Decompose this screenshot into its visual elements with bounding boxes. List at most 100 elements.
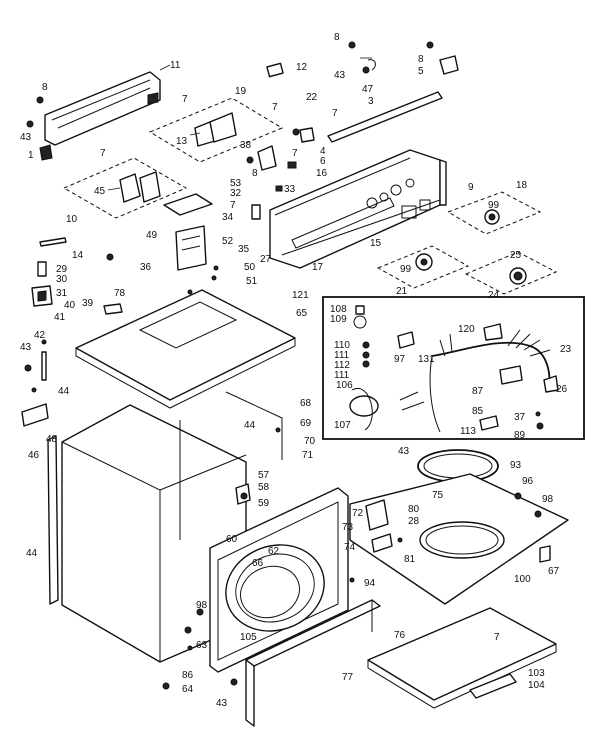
knob-box-21	[376, 245, 470, 289]
callout-62: 62	[268, 546, 280, 557]
callout-7: 7	[494, 632, 500, 643]
callout-67: 67	[548, 566, 560, 577]
callout-59: 59	[258, 498, 270, 509]
callout-35: 35	[238, 244, 250, 255]
callout-30: 30	[56, 274, 68, 285]
callout-72: 72	[352, 508, 364, 519]
callout-7: 7	[100, 148, 106, 159]
callout-44: 44	[244, 420, 256, 431]
callout-6: 6	[320, 156, 326, 167]
callout-3: 3	[368, 96, 374, 107]
callout-93: 93	[510, 460, 522, 471]
callout-53: 53	[230, 178, 242, 189]
callout-32: 32	[230, 188, 242, 199]
callout-109: 109	[330, 314, 347, 325]
callout-86: 86	[182, 670, 194, 681]
callout-8: 8	[42, 82, 48, 93]
callout-8: 8	[418, 54, 424, 65]
callout-74: 74	[344, 542, 356, 553]
callout-110: 110	[334, 340, 350, 351]
callout-63: 63	[196, 640, 208, 651]
callout-76: 76	[394, 630, 406, 641]
hose-valve	[31, 237, 114, 307]
callout-17: 17	[312, 262, 324, 273]
callout-43: 43	[334, 70, 346, 81]
callout-113: 113	[460, 426, 476, 437]
knob-box-24	[464, 251, 558, 295]
callout-111: 111	[334, 370, 350, 381]
callout-7: 7	[332, 108, 338, 119]
callout-48: 48	[46, 434, 58, 445]
callout-104: 104	[528, 680, 545, 691]
callout-24: 24	[488, 290, 500, 301]
callout-98: 98	[196, 600, 208, 611]
callout-46: 46	[28, 450, 40, 461]
fasteners	[162, 492, 355, 690]
callout-21: 21	[396, 286, 408, 297]
callout-44: 44	[26, 548, 38, 559]
callout-49: 49	[146, 230, 158, 241]
callout-15: 15	[370, 238, 382, 249]
callout-18: 18	[516, 180, 528, 191]
front-panel	[209, 483, 349, 673]
callout-23: 23	[560, 344, 572, 355]
left-small-parts	[21, 339, 49, 427]
callout-4: 4	[320, 146, 326, 157]
callout-99: 99	[400, 264, 412, 275]
callout-7: 7	[292, 148, 298, 159]
callout-47: 47	[362, 84, 374, 95]
callout-12: 12	[296, 62, 308, 73]
callout-68: 68	[300, 398, 312, 409]
callout-31: 31	[56, 288, 68, 299]
callout-85: 85	[472, 406, 484, 417]
callout-34: 34	[222, 212, 234, 223]
switch-plate	[175, 225, 219, 281]
callout-43: 43	[398, 446, 410, 457]
callout-5: 5	[418, 66, 424, 77]
callout-41: 41	[54, 312, 66, 323]
callout-43: 43	[20, 132, 32, 143]
callout-105: 105	[240, 632, 257, 643]
callout-7: 7	[182, 94, 188, 105]
callout-70: 70	[304, 436, 316, 447]
callout-10: 10	[66, 214, 78, 225]
callout-120: 120	[458, 324, 475, 335]
callout-78: 78	[114, 288, 126, 299]
callout-19: 19	[235, 86, 247, 97]
rear-bracket	[26, 64, 171, 161]
callout-106: 106	[336, 380, 353, 391]
callout-81: 81	[404, 554, 416, 565]
top-cover	[75, 289, 296, 409]
callout-37: 37	[514, 412, 526, 423]
callout-77: 77	[342, 672, 354, 683]
callout-89: 89	[514, 430, 526, 441]
callout-69: 69	[300, 418, 312, 429]
callout-108: 108	[330, 304, 347, 315]
knob-box-18	[446, 191, 542, 235]
part-78	[103, 303, 123, 315]
callout-38: 38	[240, 140, 252, 151]
lower-panel	[245, 599, 381, 727]
callout-40: 40	[64, 300, 76, 311]
rod-part-3	[327, 41, 459, 143]
callout-75: 75	[432, 490, 444, 501]
bracket-group-19	[148, 97, 284, 163]
callout-97: 97	[394, 354, 406, 365]
callout-112: 112	[334, 360, 350, 371]
callout-8: 8	[252, 168, 258, 179]
callout-99: 99	[488, 200, 500, 211]
callout-45: 45	[94, 186, 106, 197]
callout-labels: 11 8 43 1 7 19 13 7 45 10 12 7 22 7 38 7…	[20, 32, 572, 709]
wiring-inset	[322, 296, 585, 440]
callout-43: 43	[20, 342, 32, 353]
control-console	[269, 149, 447, 269]
callout-11: 11	[170, 60, 181, 71]
callout-80: 80	[408, 504, 420, 515]
callout-107: 107	[334, 420, 351, 431]
callout-96: 96	[522, 476, 534, 487]
callout-87: 87	[472, 386, 484, 397]
callout-111: 111	[334, 350, 350, 361]
callout-39: 39	[82, 298, 94, 309]
callout-16: 16	[316, 168, 328, 179]
